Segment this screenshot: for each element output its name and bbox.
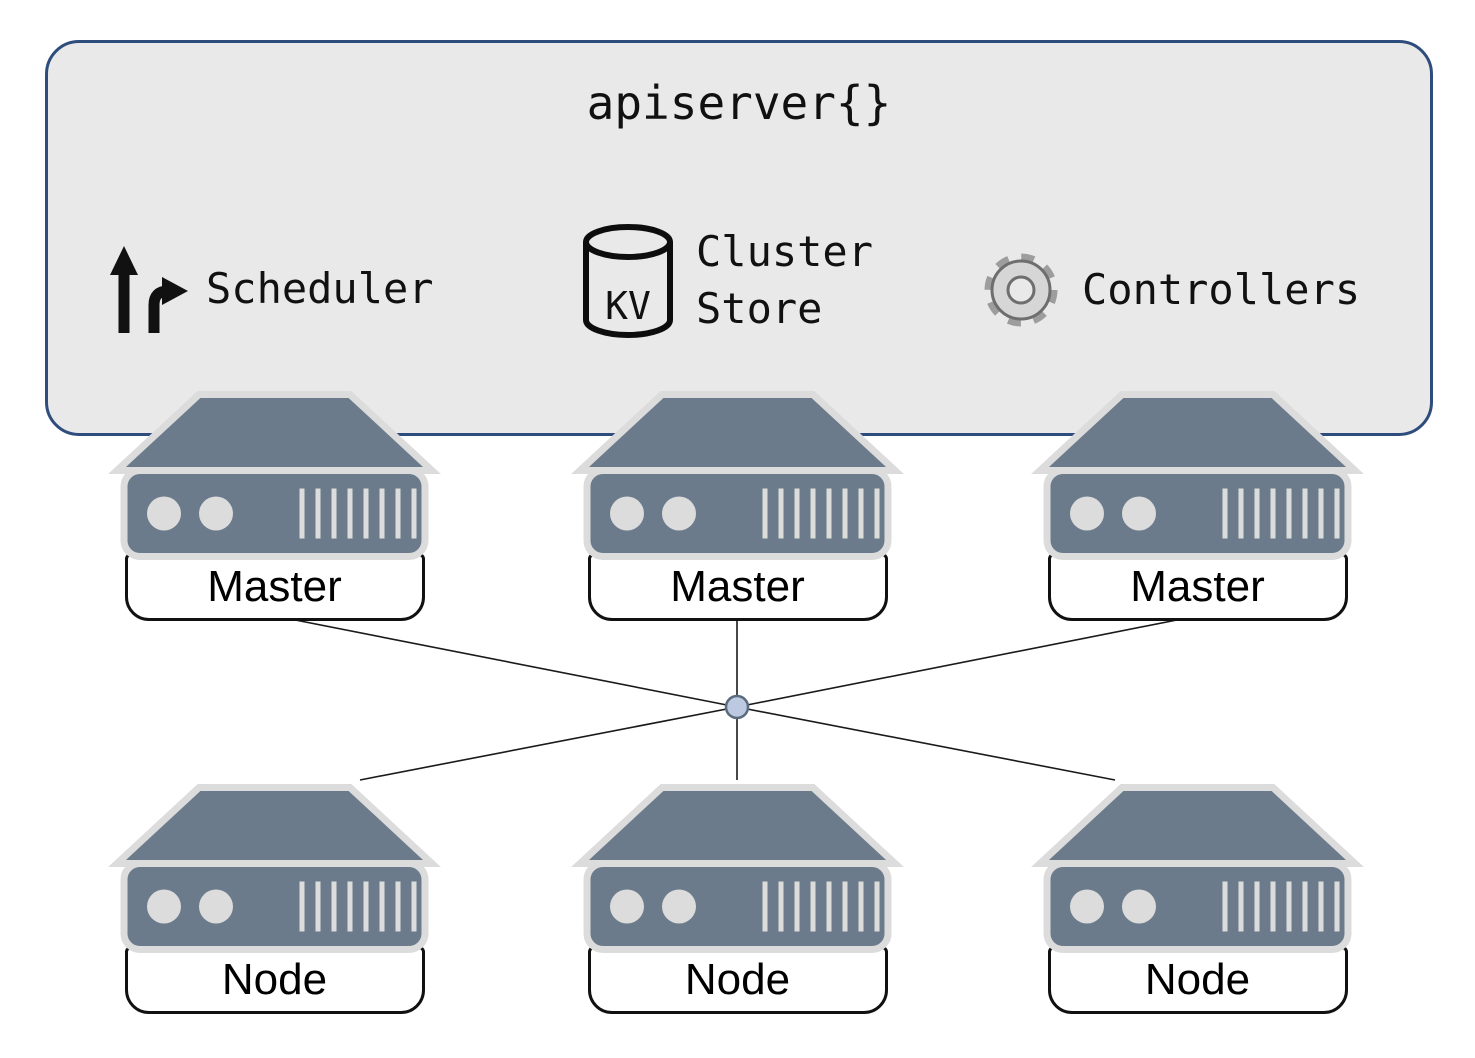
master-server-1: Master <box>102 385 447 621</box>
cluster-store-component: KV Cluster Store <box>578 216 911 346</box>
server-label-plate: Node <box>1047 946 1348 1014</box>
server-label-plate: Master <box>587 553 888 621</box>
kv-badge: KV <box>605 284 651 328</box>
server-icon <box>1025 385 1370 563</box>
server-label-plate: Node <box>124 946 425 1014</box>
node-label: Node <box>684 955 791 1004</box>
node-label: Node <box>1144 955 1251 1004</box>
node-server-1: Node <box>102 778 447 1014</box>
apiserver-title: apiserver{} <box>586 76 892 130</box>
master-label: Master <box>670 562 805 611</box>
cluster-store-label: Cluster Store <box>696 227 874 333</box>
connector-line <box>736 706 1116 781</box>
node-server-3: Node <box>1025 778 1370 1014</box>
apiserver-panel <box>45 40 1433 436</box>
scheduler-label: Scheduler <box>206 263 434 313</box>
node-label: Node <box>221 955 328 1004</box>
server-label-plate: Node <box>587 946 888 1014</box>
controllers-label: Controllers <box>1082 264 1361 314</box>
branch-arrow-icon <box>110 246 188 333</box>
server-icon <box>565 778 910 956</box>
server-icon <box>102 385 447 563</box>
hub-dot <box>724 694 750 720</box>
server-label-plate: Master <box>1047 553 1348 621</box>
connector-line <box>274 615 738 708</box>
connector-line <box>359 706 738 781</box>
server-icon <box>102 778 447 956</box>
server-label-plate: Master <box>124 553 425 621</box>
master-label: Master <box>1130 562 1265 611</box>
master-server-3: Master <box>1025 385 1370 621</box>
server-icon <box>565 385 910 563</box>
gear-icon <box>984 253 1058 327</box>
server-icon <box>1025 778 1370 956</box>
node-server-2: Node <box>565 778 910 1014</box>
master-label: Master <box>207 562 342 611</box>
master-server-2: Master <box>565 385 910 621</box>
scheduler-component: Scheduler <box>108 243 434 335</box>
controllers-component: Controllers <box>978 247 1360 333</box>
database-cylinder-icon: KV <box>583 224 673 338</box>
connector-line <box>736 615 1198 708</box>
